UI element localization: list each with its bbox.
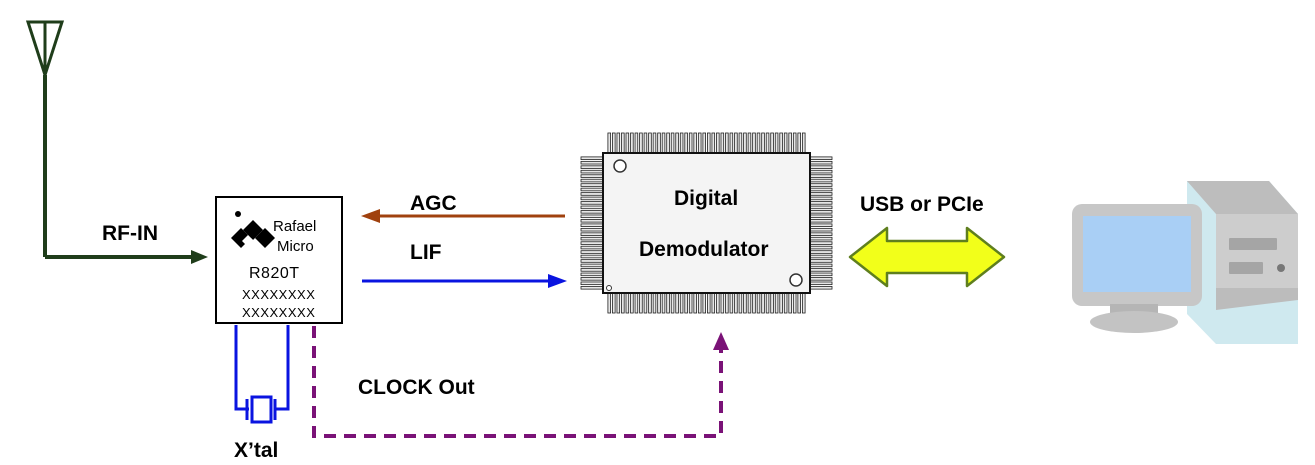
crystal-icon — [234, 325, 290, 424]
rf-in-label: RF-IN — [102, 222, 158, 245]
tuner-chip: Rafael Micro R820T XXXXXXXX XXXXXXXX — [215, 196, 343, 324]
lif-label: LIF — [410, 241, 442, 264]
tuner-serial-2: XXXXXXXX — [242, 305, 316, 320]
rf-in-arrowhead — [191, 250, 208, 264]
agc-label: AGC — [410, 192, 457, 215]
rafael-micro-logo-icon — [231, 211, 275, 248]
clock-out-label: CLOCK Out — [358, 376, 475, 399]
usb-pcie-arrow — [848, 226, 1006, 288]
clock-out-arrowhead — [713, 332, 729, 350]
antenna-icon — [25, 20, 65, 257]
usb-pcie-label: USB or PCIe — [860, 193, 984, 216]
demodulator-label-line-1: Digital — [674, 187, 739, 210]
lif-arrowhead — [548, 274, 567, 288]
desktop-computer-icon — [1072, 181, 1298, 344]
xtal-label: X’tal — [234, 439, 279, 462]
brand-line-2: Micro — [277, 238, 314, 255]
agc-arrowhead — [361, 209, 380, 223]
qfp-chip-icon — [580, 132, 833, 314]
demodulator-label-line-2: Demodulator — [639, 238, 769, 261]
tuner-model: R820T — [249, 265, 300, 282]
clock-out-line — [312, 326, 723, 438]
brand-line-1: Rafael — [273, 218, 317, 235]
tuner-serial-1: XXXXXXXX — [242, 287, 316, 302]
